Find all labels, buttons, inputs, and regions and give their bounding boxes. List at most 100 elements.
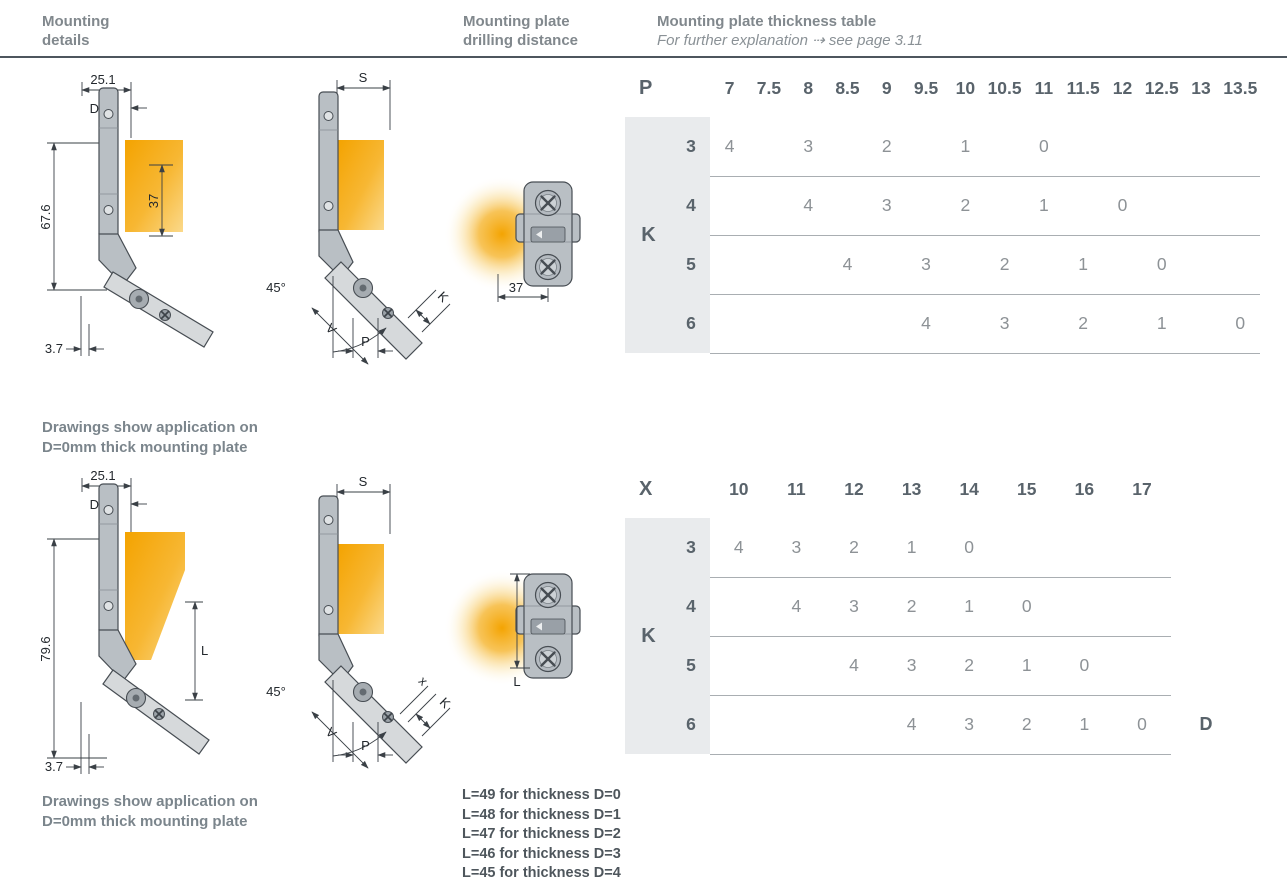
plate-center-insert xyxy=(530,226,566,243)
cell-value: 3 xyxy=(881,195,892,215)
cell-value: 1 xyxy=(1079,714,1090,734)
k-value: 5 xyxy=(686,655,696,675)
column-header: 13.5 xyxy=(1223,77,1258,98)
drawing-note: Drawings show application on D=0mm thick… xyxy=(42,418,258,458)
hinge-side-view-closed-drawing-2: 25.1 D 79.6 xyxy=(38,468,210,774)
column-header: 13 xyxy=(1191,77,1211,98)
column-header: 12 xyxy=(844,478,864,499)
column-header: 12 xyxy=(1112,77,1133,98)
title-line: drilling distance xyxy=(463,32,579,49)
cell-value: 0 xyxy=(1117,195,1128,215)
dim-plate-offset-label: D xyxy=(90,497,99,512)
note-line: D=0mm thick mounting plate xyxy=(42,813,248,830)
cell-value: 2 xyxy=(999,254,1010,274)
column-axis-label: P xyxy=(639,76,653,99)
k-value: 3 xyxy=(686,537,696,557)
column-header: 11.5 xyxy=(1066,77,1100,98)
footnote-line: L=46 for thickness D=3 xyxy=(462,845,621,862)
cell-value: 3 xyxy=(906,655,917,675)
cell-value: 0 xyxy=(964,537,975,557)
dimension-annotations: L 3.7 xyxy=(45,601,208,774)
cell-value: 0 xyxy=(1156,254,1167,274)
footnote-line: L=45 for thickness D=4 xyxy=(462,865,621,881)
title-line: details xyxy=(42,32,90,49)
k-value: 6 xyxy=(686,714,696,734)
row-axis-label: K xyxy=(641,624,656,647)
dimension-annotations: 37 xyxy=(497,274,549,302)
column-header: 12.5 xyxy=(1144,77,1179,98)
column-header: 11 xyxy=(1034,77,1054,98)
mounting-plate-front-view-drawing-2: L xyxy=(444,570,581,689)
column-header: 8.5 xyxy=(835,77,860,98)
footnote-line: L=48 for thickness D=1 xyxy=(462,806,621,823)
cell-value: 2 xyxy=(849,537,859,557)
column-header: 10 xyxy=(729,478,749,499)
column-header: 7.5 xyxy=(756,77,782,98)
note-line: D=0mm thick mounting plate xyxy=(42,439,248,456)
dim-height-label: L xyxy=(513,674,520,689)
column-header: 13 xyxy=(901,478,922,499)
k-column-background xyxy=(625,518,710,754)
cell-value: 1 xyxy=(1039,195,1049,215)
hinge-elbow xyxy=(98,629,137,682)
column-header: 11 xyxy=(787,478,806,499)
cell-value: 4 xyxy=(849,655,859,675)
dim-height-label: 79.6 xyxy=(38,636,53,661)
dim-width-label: 25.1 xyxy=(90,72,115,87)
footnote-line: L=49 for thickness D=0 xyxy=(462,787,621,803)
k-value: 3 xyxy=(686,136,696,156)
cell-value: 1 xyxy=(964,596,975,616)
cell-value: 3 xyxy=(999,313,1010,333)
column-header: 9.5 xyxy=(913,77,939,98)
dim-v-label: V xyxy=(323,724,340,741)
column-header: 16 xyxy=(1074,478,1095,499)
cell-value: 4 xyxy=(842,254,853,274)
hinge-side-view-closed-drawing: 25.1 D 67.6 xyxy=(38,72,214,356)
cell-value: 1 xyxy=(960,136,971,156)
cell-value: 2 xyxy=(881,136,892,156)
dim-k-label: K xyxy=(437,694,454,711)
dimension-annotations: S xyxy=(336,474,391,540)
k-value: 6 xyxy=(686,313,696,333)
section-title-drilling-distance: Mounting plate drilling distance xyxy=(463,12,578,50)
dim-angle-label: 45° xyxy=(266,280,286,295)
cell-value: 3 xyxy=(849,596,859,616)
column-header: 17 xyxy=(1132,478,1152,499)
hinge-assembly xyxy=(318,495,423,764)
dim-s-label: S xyxy=(359,474,368,489)
cell-value: 3 xyxy=(803,136,814,156)
dim-angle-label: 45° xyxy=(266,684,286,699)
cell-value: 2 xyxy=(906,596,917,616)
cell-value: 4 xyxy=(733,537,744,557)
cell-value: 3 xyxy=(791,537,802,557)
cell-value: 0 xyxy=(1039,136,1049,156)
dim-width-label: 37 xyxy=(509,280,523,295)
title-line: Mounting plate xyxy=(463,13,570,30)
dim-height-label: 67.6 xyxy=(38,204,53,229)
dimension-annotations: 45° V P K xyxy=(266,276,452,365)
row-suffix-label: D xyxy=(1199,714,1213,734)
cell-value: 4 xyxy=(791,596,802,616)
title-subtitle: For further explanation ⇢ see page 3.11 xyxy=(657,32,923,49)
insert-arrow-icon xyxy=(536,622,542,631)
hinge-assembly xyxy=(318,91,423,360)
hinge-elbow xyxy=(98,233,137,286)
dimension-annotations: 37 3.7 xyxy=(45,164,173,356)
cell-value: 1 xyxy=(1156,313,1167,333)
mounting-plate-highlight xyxy=(125,140,183,232)
cell-value: 2 xyxy=(1021,714,1032,734)
cell-value: 4 xyxy=(803,195,814,215)
column-header: 10.5 xyxy=(987,77,1022,98)
mounting-plate-highlight xyxy=(338,140,384,230)
dim-plate-offset-label: D xyxy=(90,101,99,116)
